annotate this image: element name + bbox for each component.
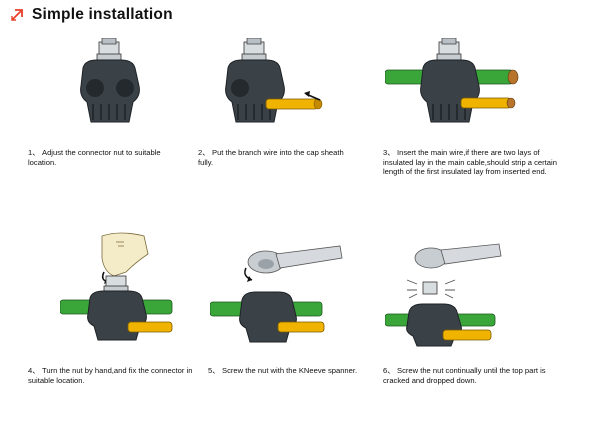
step-3-caption: 3、Insert the main wire,if there are two … [383,148,563,177]
connector-nut [103,275,129,293]
branch-wire [127,321,173,333]
connector-body [87,290,147,341]
step-number: 1、 [28,148,40,157]
step-number: 5、 [208,366,220,375]
connector-nut [436,38,462,63]
step-text: Screw the nut continually until the top … [383,366,546,385]
connector-nut [96,38,122,63]
connector-body [420,59,480,123]
step-number: 4、 [28,366,40,375]
step-number: 3、 [383,148,395,157]
step-6-illustration [385,243,502,347]
spanner [414,243,502,269]
branch-wire [460,97,512,109]
branch-wire [265,98,323,110]
branch-wire [442,329,492,341]
connector-body [239,291,297,343]
step-text: Put the branch wire into the cap sheath … [198,148,344,167]
branch-wire [277,321,325,333]
hand-icon [101,232,149,277]
rotate-arrow-icon [244,267,253,282]
step-2-illustration [225,38,323,123]
step-4-caption: 4、Turn the nut by hand,and fix the conne… [28,366,203,385]
step-number: 2、 [198,148,210,157]
step-text: Insert the main wire,if there are two la… [383,148,557,177]
step-1-caption: 1、Adjust the connector nut to suitable l… [28,148,168,167]
step-2-caption: 2、Put the branch wire into the cap sheat… [198,148,348,167]
cracked-cap [406,279,456,299]
insert-direction-arrow-icon [304,91,321,101]
stripped-wire-ends [506,69,519,109]
step-text: Screw the nut with the KNeeve spanner. [222,366,358,375]
step-number: 6、 [383,366,395,375]
step-1-illustration [80,38,140,123]
section-header: Simple installation [10,4,173,26]
step-5-caption: 5、Screw the nut with the KNeeve spanner. [208,366,388,376]
step-6-caption: 6、Screw the nut continually until the to… [383,366,573,385]
connector-body [80,59,140,123]
connector-nut [241,38,267,63]
diagonal-arrow-icon [11,9,23,21]
step-text: Adjust the connector nut to suitable loc… [28,148,161,167]
spanner [247,245,343,274]
step-3-illustration [385,38,519,123]
connector-body [225,59,285,123]
step-text: Turn the nut by hand,and fix the connect… [28,366,193,385]
step-5-illustration [210,245,343,343]
step-4-illustration [60,232,173,341]
page-title: Simple installation [32,6,173,23]
